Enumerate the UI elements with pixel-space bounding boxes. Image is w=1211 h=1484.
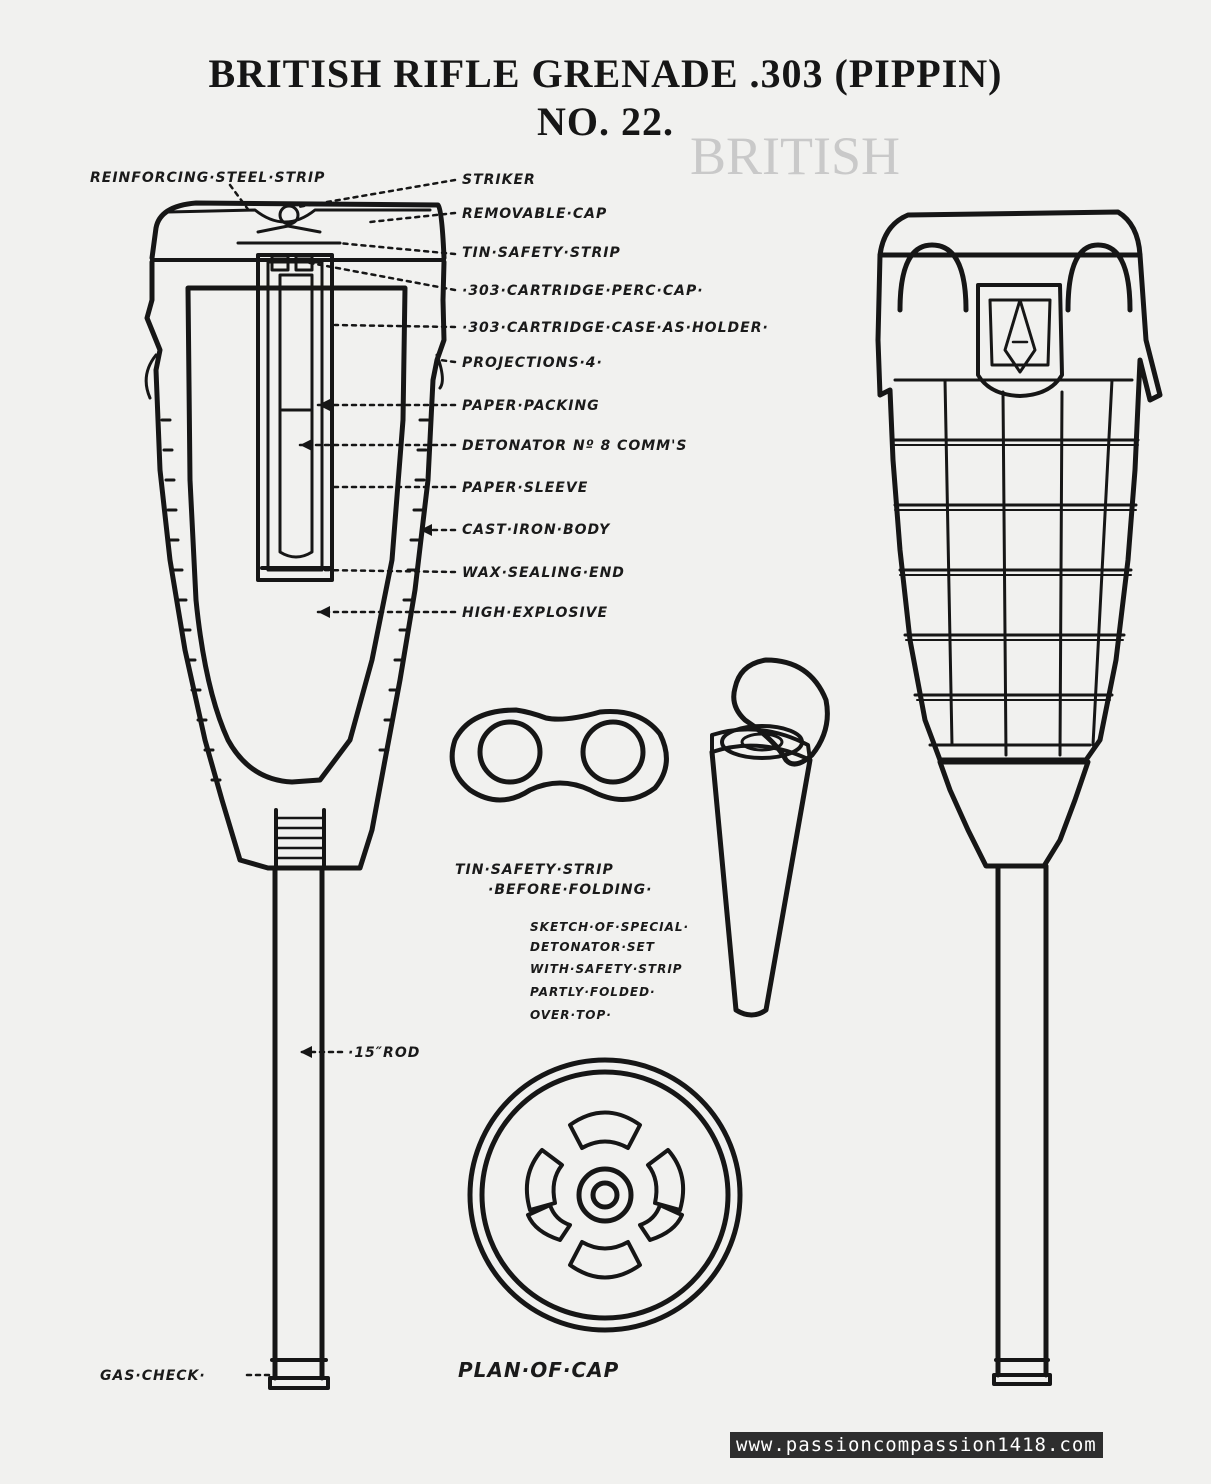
- label-reinforcing-steel-strip: REINFORCING·STEEL·STRIP: [90, 170, 326, 186]
- plan-of-cap: [467, 1057, 743, 1333]
- caption-sketch-line2: DETONATOR·SET: [530, 940, 655, 954]
- label-detonator: DETONATOR Nº 8 COMM'S: [462, 438, 688, 454]
- label-striker: STRIKER: [462, 172, 536, 188]
- striker: [278, 204, 300, 226]
- external-cap: [877, 209, 1143, 258]
- leader-lines: [228, 178, 457, 1377]
- label-projections: PROJECTIONS·4·: [462, 355, 603, 371]
- fragmentation-grid: [891, 378, 1140, 757]
- label-removable-cap: REMOVABLE·CAP: [462, 206, 608, 222]
- diagram-title: BRITISH RIFLE GRENADE .303 (PIPPIN): [208, 51, 1003, 96]
- perc-cap: [270, 254, 314, 272]
- projection-knob: [1065, 242, 1133, 313]
- external-rod: [995, 863, 1049, 1378]
- base-taper: [937, 759, 1091, 869]
- label-gas-check: GAS·CHECK·: [100, 1368, 206, 1384]
- label-perc-cap: ·303·CARTRIDGE·PERC·CAP·: [462, 283, 704, 299]
- diagram-subtitle: NO. 22.: [537, 99, 674, 144]
- grenade-section-view: [144, 200, 447, 1390]
- caption-strip-line2: ·BEFORE·FOLDING·: [488, 882, 653, 898]
- label-cast-iron-body: CAST·IRON·BODY: [462, 522, 611, 538]
- label-paper-sleeve: PAPER·SLEEVE: [462, 480, 589, 496]
- label-tin-safety-strip: TIN·SAFETY·STRIP: [462, 245, 621, 261]
- label-paper-packing: PAPER·PACKING: [462, 398, 600, 414]
- striker-point: [1003, 298, 1037, 374]
- label-rod: ·15″ROD: [348, 1045, 421, 1061]
- caption-strip-line1: TIN·SAFETY·STRIP: [455, 862, 614, 878]
- rod: [272, 865, 325, 1381]
- caption-sketch-line1: SKETCH·OF·SPECIAL·: [530, 920, 690, 934]
- caption-sketch-line3: WITH·SAFETY·STRIP: [530, 962, 683, 976]
- projection-knob: [897, 242, 969, 313]
- detonator-sketch: [709, 657, 830, 1018]
- gas-check: [268, 1358, 330, 1390]
- label-case-holder: ·303·CARTRIDGE·CASE·AS·HOLDER·: [462, 320, 769, 336]
- caption-sketch-line5: OVER·TOP·: [530, 1008, 612, 1022]
- grenade-external-view: [875, 209, 1163, 1386]
- removable-cap: [149, 200, 447, 261]
- watermark: www.passioncompassion1418.com: [730, 1432, 1103, 1458]
- high-explosive-cavity: [185, 285, 408, 785]
- label-high-explosive: HIGH·EXPLOSIVE: [462, 605, 609, 621]
- detonator-tube: [278, 273, 314, 559]
- cast-iron-body: [144, 259, 447, 871]
- bleed-through-heading: BRITISH: [690, 126, 901, 186]
- caption-sketch-line4: PARTLY·FOLDED·: [530, 985, 656, 999]
- caption-plan-of-cap: PLAN·OF·CAP: [458, 1358, 620, 1382]
- label-wax-sealing-end: WAX·SEALING·END: [462, 565, 625, 581]
- safety-strip-flat: [449, 707, 669, 803]
